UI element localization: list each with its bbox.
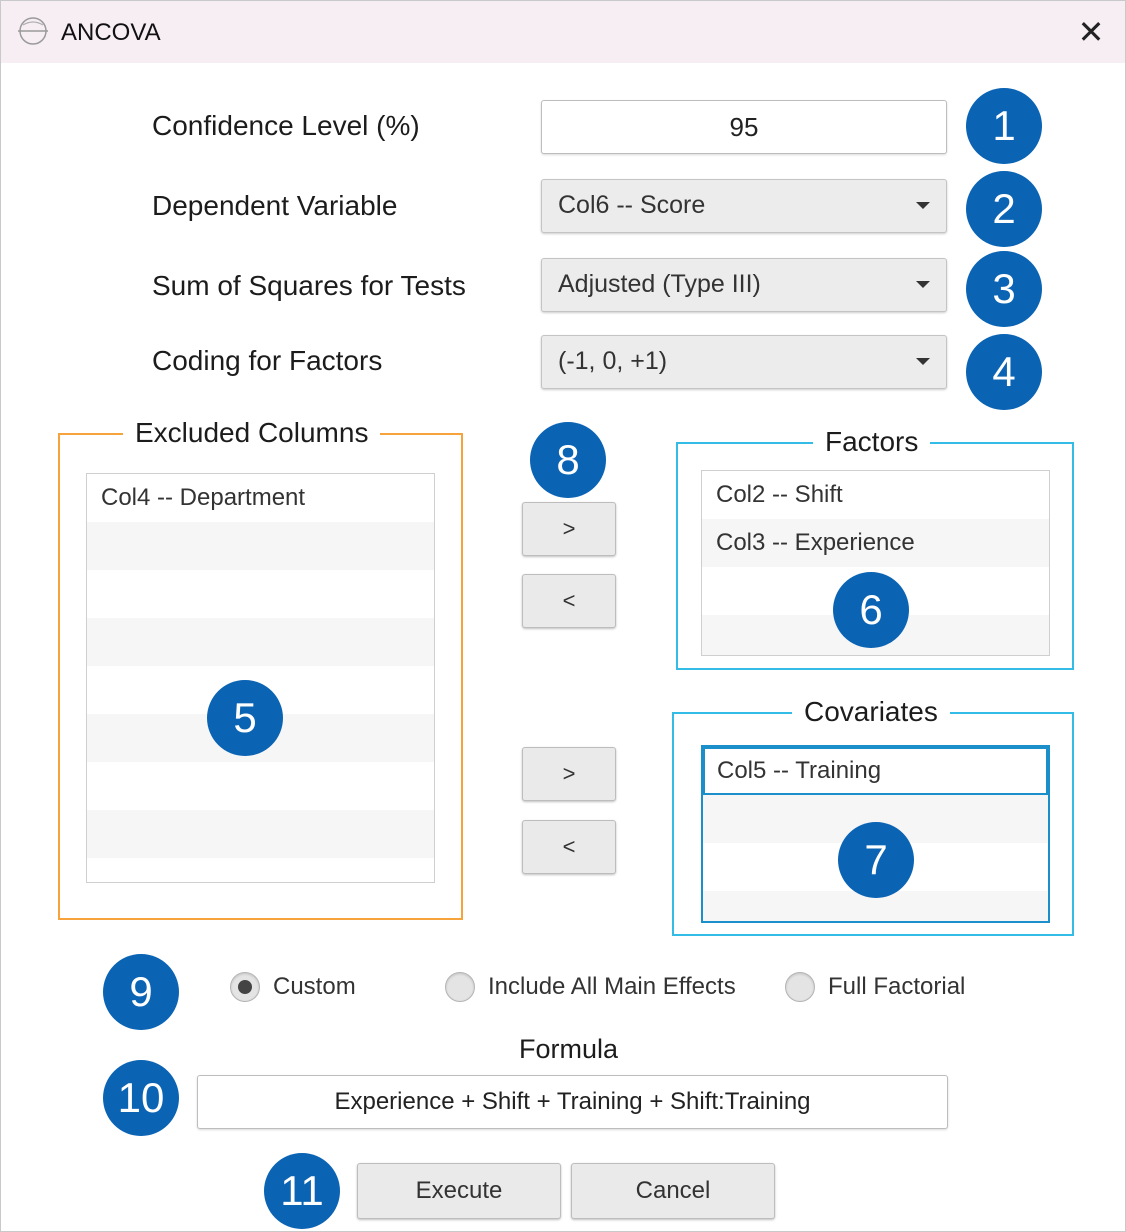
sum-of-squares-value: Adjusted (Type III) bbox=[558, 270, 761, 298]
covariates-title: Covariates bbox=[792, 696, 950, 728]
title-bar: ANCOVA ✕ bbox=[1, 1, 1125, 63]
factors-group: Factors Col2 -- Shift Col3 -- Experience bbox=[676, 426, 1074, 670]
callout-badge-9: 9 bbox=[103, 954, 179, 1030]
remove-covariate-button[interactable]: < bbox=[522, 820, 616, 874]
excluded-columns-list[interactable]: Col4 -- Department bbox=[86, 473, 435, 883]
confidence-input[interactable]: 95 bbox=[541, 100, 947, 154]
callout-badge-4: 4 bbox=[966, 334, 1042, 410]
factors-list[interactable]: Col2 -- Shift Col3 -- Experience bbox=[701, 470, 1050, 656]
callout-badge-7: 7 bbox=[838, 822, 914, 898]
callout-badge-3: 3 bbox=[966, 251, 1042, 327]
formula-input[interactable]: Experience + Shift + Training + Shift:Tr… bbox=[197, 1075, 948, 1129]
callout-badge-2: 2 bbox=[966, 171, 1042, 247]
formula-label: Formula bbox=[519, 1034, 619, 1064]
full-factorial-radio-label[interactable]: Full Factorial bbox=[828, 973, 966, 1000]
dependent-variable-value: Col6 -- Score bbox=[558, 191, 706, 219]
factors-title: Factors bbox=[813, 426, 931, 458]
list-row-empty bbox=[87, 570, 434, 618]
radio-selected-dot bbox=[238, 980, 252, 994]
add-covariate-button[interactable]: > bbox=[522, 747, 616, 801]
window-title: ANCOVA bbox=[61, 19, 161, 46]
callout-badge-1: 1 bbox=[966, 88, 1042, 164]
coding-factors-label: Coding for Factors bbox=[152, 345, 383, 376]
chevron-down-icon bbox=[916, 281, 930, 288]
cancel-button[interactable]: Cancel bbox=[571, 1163, 775, 1219]
main-effects-radio-label[interactable]: Include All Main Effects bbox=[488, 973, 736, 1000]
add-factor-button[interactable]: > bbox=[522, 502, 616, 556]
execute-button[interactable]: Execute bbox=[357, 1163, 561, 1219]
custom-radio[interactable] bbox=[230, 972, 260, 1002]
chevron-down-icon bbox=[916, 202, 930, 209]
list-row-empty bbox=[87, 810, 434, 858]
full-factorial-radio[interactable] bbox=[785, 972, 815, 1002]
list-item[interactable]: Col4 -- Department bbox=[101, 484, 306, 511]
list-row-empty bbox=[87, 522, 434, 570]
list-item[interactable]: Col3 -- Experience bbox=[702, 519, 1049, 567]
callout-badge-5: 5 bbox=[207, 680, 283, 756]
main-effects-radio[interactable] bbox=[445, 972, 475, 1002]
custom-radio-label[interactable]: Custom bbox=[273, 973, 356, 1000]
dependent-variable-label: Dependent Variable bbox=[152, 190, 398, 221]
excluded-columns-group: Excluded Columns Col4 -- Department bbox=[58, 417, 463, 920]
sum-of-squares-dropdown[interactable]: Adjusted (Type III) bbox=[541, 258, 947, 312]
coding-factors-dropdown[interactable]: (-1, 0, +1) bbox=[541, 335, 947, 389]
list-row-empty bbox=[87, 858, 434, 882]
close-icon[interactable]: ✕ bbox=[1077, 14, 1105, 50]
callout-badge-8: 8 bbox=[530, 422, 606, 498]
confidence-label: Confidence Level (%) bbox=[152, 110, 420, 141]
callout-badge-10: 10 bbox=[103, 1060, 179, 1136]
app-logo-icon bbox=[18, 17, 48, 45]
remove-factor-button[interactable]: < bbox=[522, 574, 616, 628]
sum-of-squares-label: Sum of Squares for Tests bbox=[152, 270, 466, 301]
callout-badge-6: 6 bbox=[833, 572, 909, 648]
list-item[interactable]: Col5 -- Training bbox=[703, 747, 1048, 795]
list-row-empty bbox=[87, 762, 434, 810]
excluded-columns-title: Excluded Columns bbox=[123, 417, 381, 449]
dependent-variable-dropdown[interactable]: Col6 -- Score bbox=[541, 179, 947, 233]
callout-badge-11: 11 bbox=[264, 1153, 340, 1229]
chevron-down-icon bbox=[916, 358, 930, 365]
list-row-empty bbox=[87, 618, 434, 666]
list-item[interactable]: Col2 -- Shift bbox=[716, 481, 843, 508]
coding-factors-value: (-1, 0, +1) bbox=[558, 347, 668, 375]
